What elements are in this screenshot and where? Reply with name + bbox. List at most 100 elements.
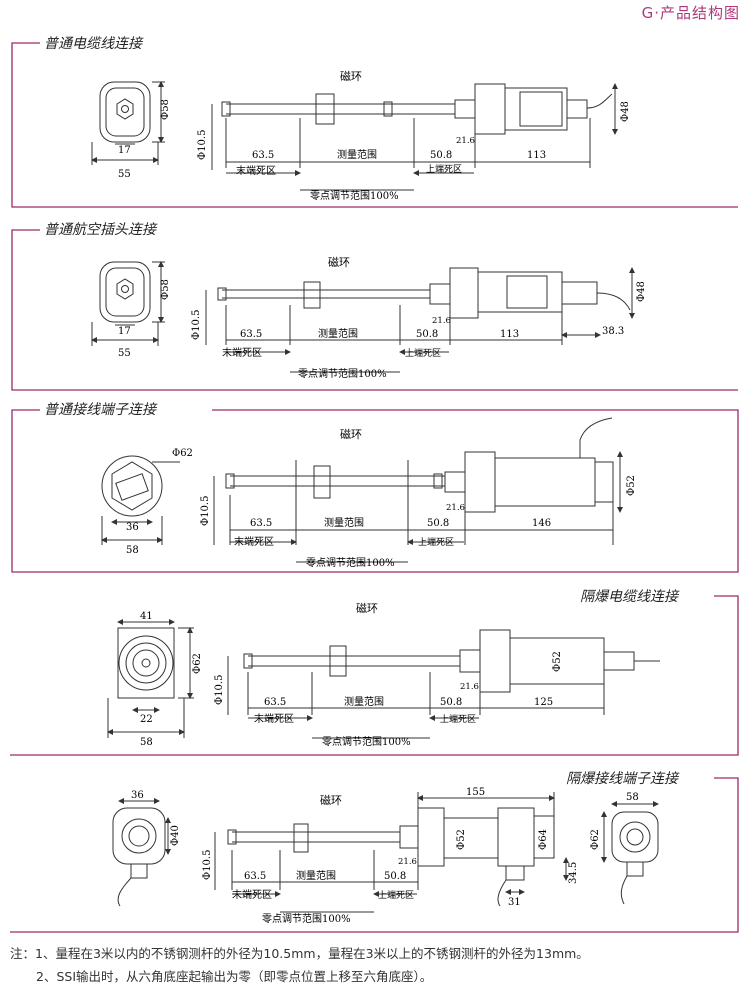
section-2-top-dead-zone: 上端死区 xyxy=(405,347,441,359)
section-1-dim-63-5: 63.5 xyxy=(252,150,274,161)
section-4-dim-50-8: 50.8 xyxy=(440,697,462,708)
section-4-magnet-label: 磁环 xyxy=(356,602,378,615)
section-4-front-view xyxy=(107,619,194,738)
section-5-end-dead-zone: 末端死区 xyxy=(232,888,272,901)
section-4-body-length: 125 xyxy=(534,697,553,708)
section-3-body-diameter: Φ52 xyxy=(626,475,637,496)
section-1-title: 普通电缆线连接 xyxy=(44,36,144,52)
note-2: 2、SSI输出时，从六角底座起输出为零（即零点位置上移至六角底座）。 xyxy=(36,969,433,984)
section-2-zero-adjust: 零点调节范围100% xyxy=(298,367,387,380)
section-5-dim-21-6: 21.6 xyxy=(398,857,417,867)
section-3-magnet-label: 磁环 xyxy=(340,428,362,441)
section-3-top-dead-zone: 上端死区 xyxy=(418,536,454,548)
section-2-end-dead-zone: 末端死区 xyxy=(222,346,262,359)
section-2-body-diameter: Φ48 xyxy=(636,281,647,302)
section-5-overall-length: 155 xyxy=(466,787,485,798)
section-5-right-top: 58 xyxy=(626,792,639,803)
section-4-front-top: 41 xyxy=(140,611,153,622)
section-4-dim-21-6: 21.6 xyxy=(460,682,479,692)
section-1-dim-21-6: 21.6 xyxy=(456,136,475,146)
section-3-front-view xyxy=(101,455,180,545)
section-2-measure-range: 测量范围 xyxy=(318,327,358,340)
section-3-front-inner: 36 xyxy=(126,522,139,533)
section-4-front-diameter: Φ62 xyxy=(192,653,203,674)
section-3-side-view xyxy=(213,417,623,563)
section-2-side-view xyxy=(205,267,635,373)
structure-drawing-sheet: 普通电缆线连接 17 55 Φ58 Φ10.5 磁环 63.5 xyxy=(10,36,739,933)
section-4-zero-adjust: 零点调节范围100% xyxy=(322,735,411,748)
section-3-body-length: 146 xyxy=(532,518,551,529)
section-1-frame xyxy=(11,42,738,208)
section-1-front-view xyxy=(91,81,165,165)
section-5-rod-diameter: Φ10.5 xyxy=(202,850,213,880)
section-5-front-top: 36 xyxy=(131,790,144,801)
section-2-front-width: 55 xyxy=(118,348,131,359)
section-5-magnet-label: 磁环 xyxy=(320,794,342,807)
section-3-front-width: 58 xyxy=(126,545,139,556)
section-5-side-dim: 34.5 xyxy=(568,862,579,884)
section-2-front-view xyxy=(91,261,165,346)
section-3-frame xyxy=(11,409,739,573)
section-2-body-length: 113 xyxy=(500,329,519,340)
section-4-body-diameter: Φ52 xyxy=(552,651,563,672)
section-3-dim-63-5: 63.5 xyxy=(250,518,272,529)
section-4-side-view xyxy=(227,629,660,739)
section-3-front-diameter: Φ62 xyxy=(172,448,193,459)
section-4-dim-63-5: 63.5 xyxy=(264,697,286,708)
section-4-end-dead-zone: 末端死区 xyxy=(254,712,294,725)
section-1-body-length: 113 xyxy=(527,150,546,161)
section-5-dim-63-5: 63.5 xyxy=(244,871,266,882)
section-2-dim-50-8: 50.8 xyxy=(416,329,438,340)
section-1-side-view xyxy=(211,83,618,191)
section-1-front-inner: 17 xyxy=(118,145,131,156)
section-4-top-dead-zone: 上端死区 xyxy=(440,713,476,725)
section-3-measure-range: 测量范围 xyxy=(324,516,364,529)
section-5-front-view xyxy=(112,798,171,907)
section-1-zero-adjust: 零点调节范围100% xyxy=(310,189,399,202)
section-1-body-diameter: Φ48 xyxy=(620,101,631,122)
section-5-side-view xyxy=(214,792,569,913)
notes: 注：1、量程在3米以内的不锈钢测杆的外径为10.5mm，量程在3米以上的不锈钢测… xyxy=(10,942,746,988)
section-3-rod-diameter: Φ10.5 xyxy=(200,496,211,526)
section-3-title: 普通接线端子连接 xyxy=(44,402,158,418)
section-2-connector-length: 38.3 xyxy=(602,326,624,337)
section-5-head-diameter: Φ64 xyxy=(538,829,549,850)
section-4-title: 隔爆电缆线连接 xyxy=(580,589,680,605)
section-5-measure-range: 测量范围 xyxy=(296,869,336,882)
section-4-front-inner: 22 xyxy=(140,714,153,725)
section-5-right-view xyxy=(601,801,659,905)
section-4-frame xyxy=(10,595,739,756)
section-5-title: 隔爆接线端子连接 xyxy=(566,771,680,787)
section-1-end-dead-zone: 末端死区 xyxy=(236,164,276,177)
section-2-magnet-label: 磁环 xyxy=(328,256,350,269)
section-4-rod-diameter: Φ10.5 xyxy=(214,675,225,705)
section-5-zero-adjust: 零点调节范围100% xyxy=(262,912,351,925)
section-2-dim-63-5: 63.5 xyxy=(240,329,262,340)
section-1-front-diameter: Φ58 xyxy=(160,99,171,120)
section-2-rod-diameter: Φ10.5 xyxy=(191,310,202,340)
page-title: G·产品结构图 xyxy=(641,4,740,22)
section-1-front-width: 55 xyxy=(118,169,131,180)
section-1-rod-diameter: Φ10.5 xyxy=(197,130,208,160)
section-1-dim-50-8: 50.8 xyxy=(430,150,452,161)
section-1-measure-range: 测量范围 xyxy=(337,148,377,161)
section-5-dim-50-8: 50.8 xyxy=(384,871,406,882)
section-5-bottom-dim: 31 xyxy=(508,897,521,908)
section-1-top-dead-zone: 上端死区 xyxy=(426,163,462,175)
section-5-front-diameter: Φ40 xyxy=(170,825,181,846)
section-3-dim-21-6: 21.6 xyxy=(446,503,465,513)
section-2-frame xyxy=(11,229,738,391)
section-1-magnet-label: 磁环 xyxy=(340,70,362,83)
section-5-frame xyxy=(10,777,739,933)
section-2-front-inner: 17 xyxy=(118,326,131,337)
section-2-title: 普通航空插头连接 xyxy=(44,222,158,238)
section-3-zero-adjust: 零点调节范围100% xyxy=(306,556,395,569)
section-3-end-dead-zone: 末端死区 xyxy=(234,535,274,548)
section-5-right-diameter: Φ62 xyxy=(590,829,601,850)
section-4-front-width: 58 xyxy=(140,737,153,748)
section-5-body-diameter: Φ52 xyxy=(456,829,467,850)
section-4-measure-range: 测量范围 xyxy=(344,695,384,708)
section-5-top-dead-zone: 上端死区 xyxy=(378,889,414,901)
section-3-dim-50-8: 50.8 xyxy=(427,518,449,529)
note-1: 注：1、量程在3米以内的不锈钢测杆的外径为10.5mm，量程在3米以上的不锈钢测… xyxy=(10,946,589,961)
